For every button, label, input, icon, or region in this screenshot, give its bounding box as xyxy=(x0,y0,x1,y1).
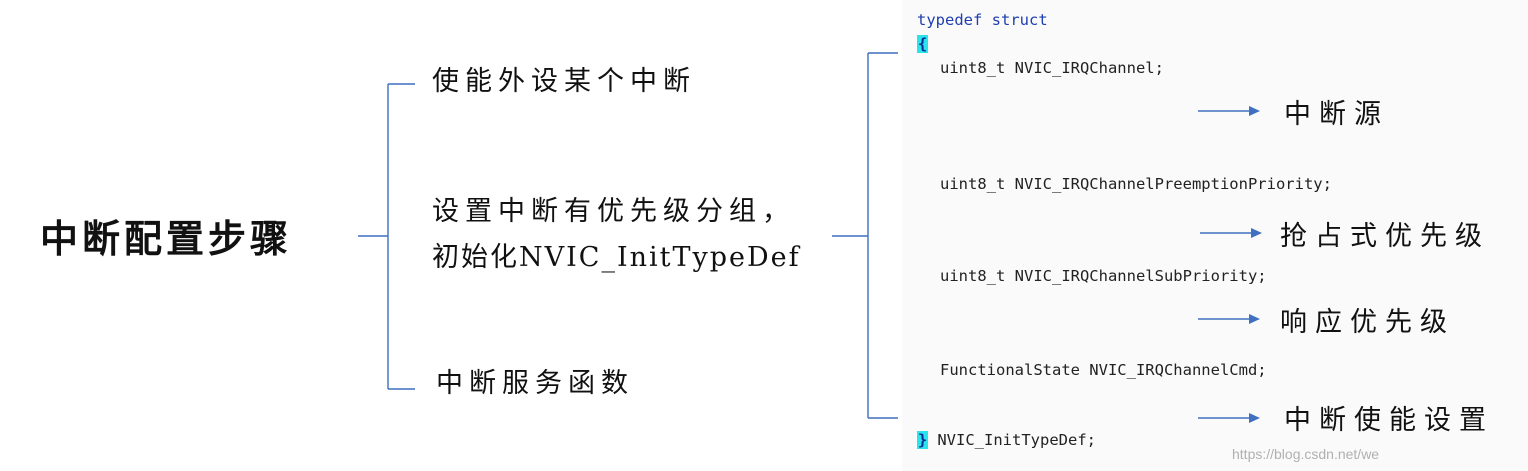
close-brace: } xyxy=(917,431,928,449)
arrowhead-3 xyxy=(1249,314,1260,324)
annotation-sub-priority: 响应优先级 xyxy=(1280,307,1455,338)
code-typedef-keyword: typedef struct xyxy=(917,11,1048,29)
open-brace: { xyxy=(917,35,928,53)
annotation-interrupt-enable: 中断使能设置 xyxy=(1284,405,1494,436)
code-field-irq-channel: uint8_t NVIC_IRQChannel; xyxy=(940,59,1164,77)
annotation-preemption-priority: 抢占式优先级 xyxy=(1280,221,1490,252)
branch-priority-group-line1: 设置中断有优先级分组， xyxy=(432,196,795,227)
code-open-brace-line: { xyxy=(917,34,928,54)
code-field-preemption-priority: uint8_t NVIC_IRQChannelPreemptionPriorit… xyxy=(940,175,1332,193)
branch-isr: 中断服务函数 xyxy=(436,368,634,399)
code-field-sub-priority: uint8_t NVIC_IRQChannelSubPriority; xyxy=(940,267,1267,285)
root-node-label: 中断配置步骤 xyxy=(40,216,293,261)
code-footer-typename: NVIC_InitTypeDef; xyxy=(937,431,1096,449)
arrowhead-1 xyxy=(1249,106,1260,116)
arrowhead-4 xyxy=(1249,413,1260,423)
branch-priority-group-line2: 初始化NVIC_InitTypeDef xyxy=(432,242,801,273)
code-close-line: } NVIC_InitTypeDef; xyxy=(917,430,1096,450)
code-field-channel-cmd: FunctionalState NVIC_IRQChannelCmd; xyxy=(940,361,1267,379)
arrowhead-2 xyxy=(1251,228,1262,238)
watermark: https://blog.csdn.net/we xyxy=(1232,446,1380,462)
code-panel xyxy=(902,0,1528,471)
annotation-interrupt-source: 中断源 xyxy=(1284,99,1389,130)
branch-enable-interrupt: 使能外设某个中断 xyxy=(432,66,696,97)
